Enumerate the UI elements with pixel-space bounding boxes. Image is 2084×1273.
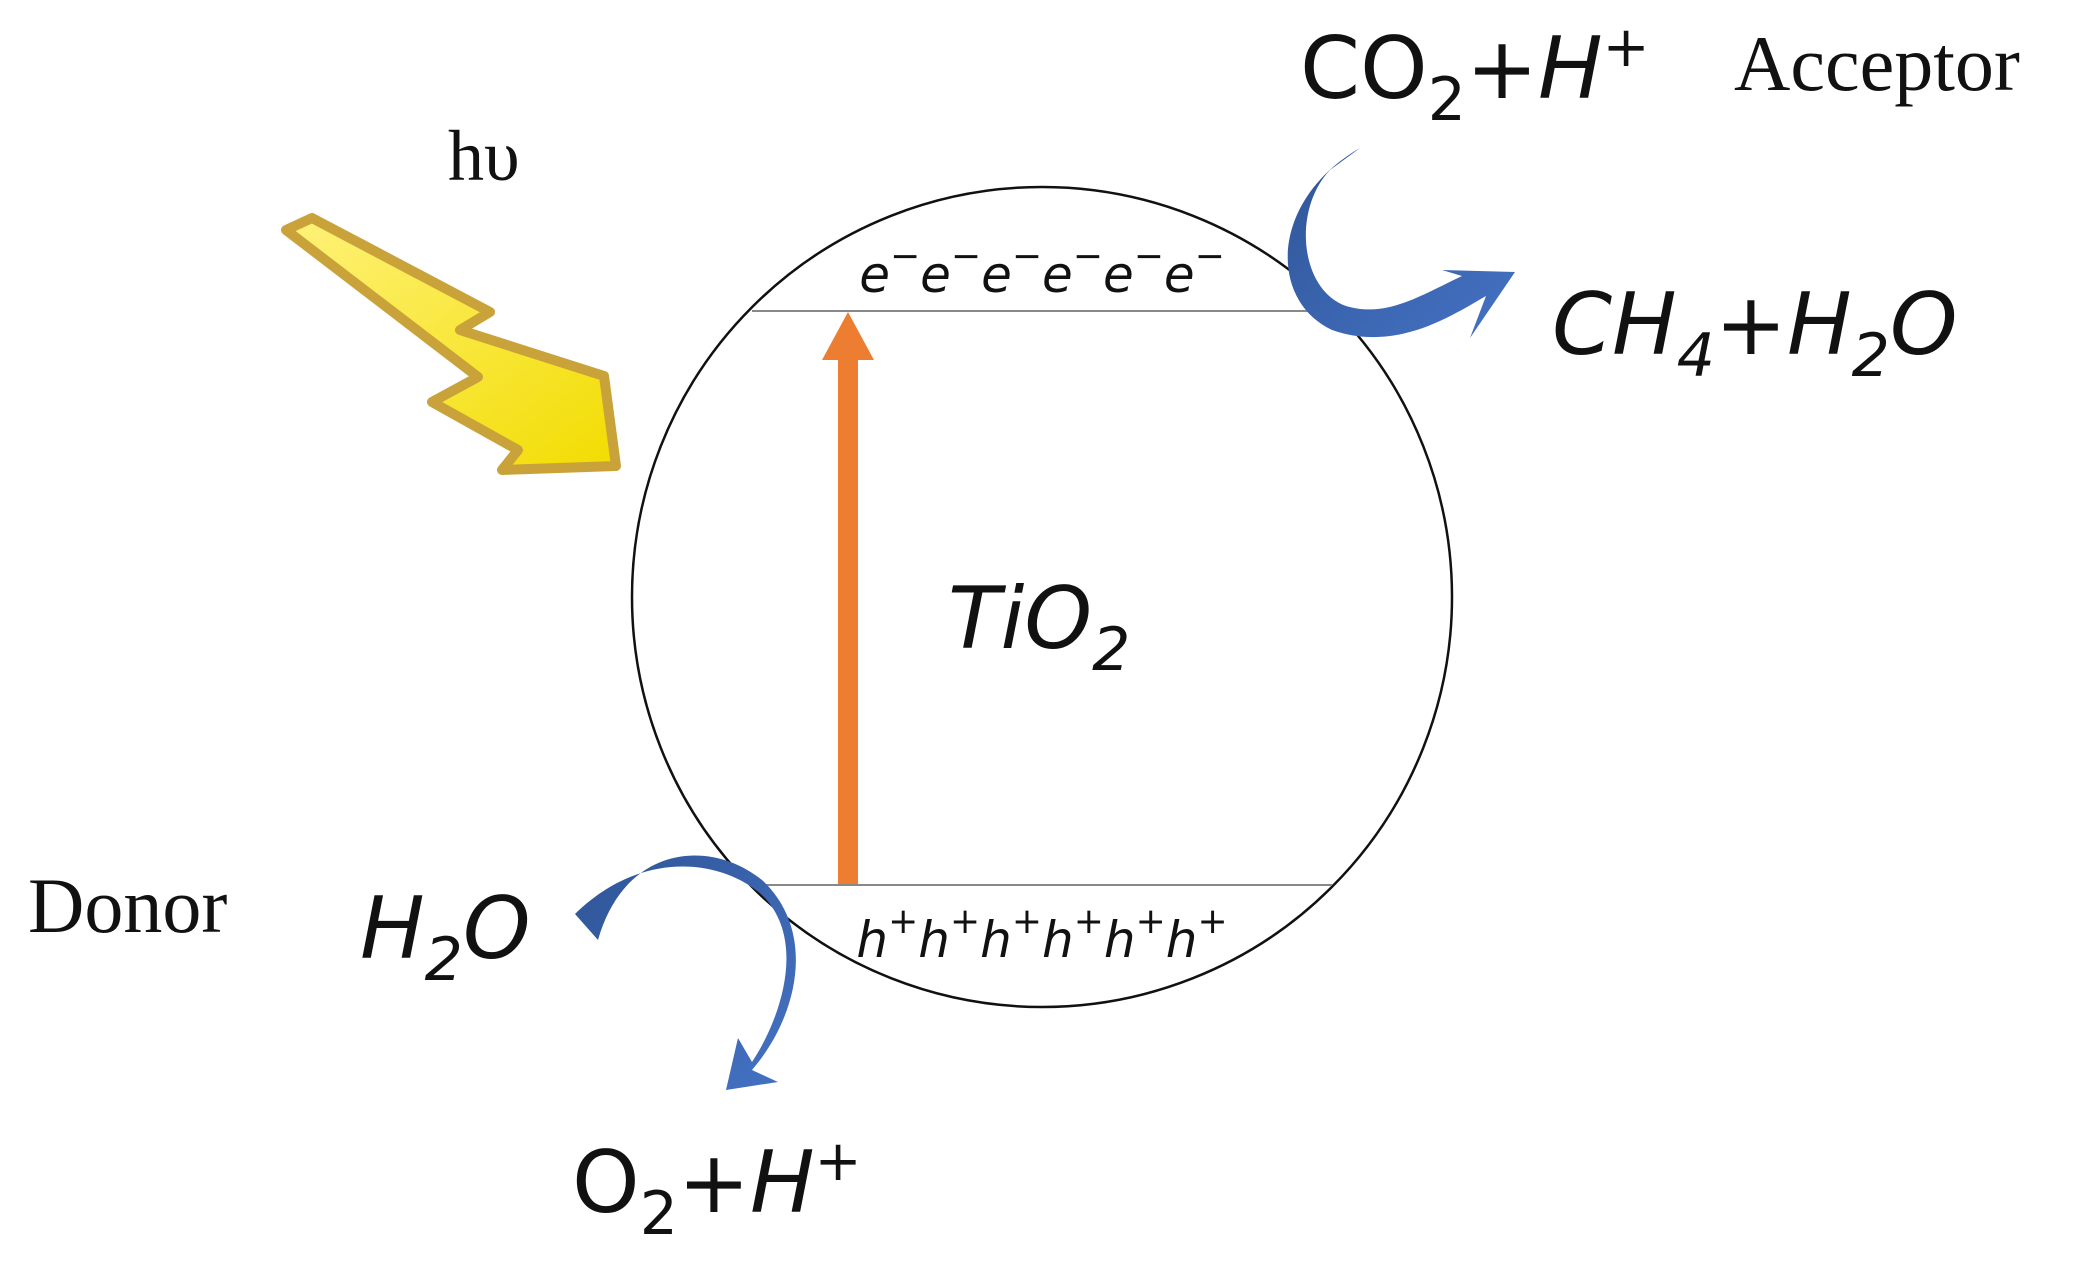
electron-charge: − [1012,236,1042,277]
electron-charge: − [1195,236,1225,277]
electron-base: e [920,246,951,304]
acceptor-product-label: CH4+H2O [1552,275,1958,391]
electron-base: e [1042,246,1073,304]
donor-product-label: O2+H+ [572,1129,862,1249]
hole-charge: + [1012,901,1042,942]
hole-base: h [918,911,950,969]
hole-base: h [856,911,888,969]
tio2-label: TiO2 [948,569,1130,685]
electron-base: e [981,246,1012,304]
hole-charge: + [888,901,918,942]
hole-charge: + [1136,901,1166,942]
donor-label: Donor [28,862,227,949]
donor-curved-arrow [575,855,796,1090]
excitation-arrow [822,312,874,884]
electron-charge: − [1134,236,1164,277]
holes-label: h+h+h+h+h+h+ [856,901,1227,969]
electron-base: e [1164,246,1195,304]
hole-charge: + [950,901,980,942]
electron-charge: − [1073,236,1103,277]
hole-base: h [1166,911,1198,969]
electron-charge: − [951,236,981,277]
acceptor-label: Acceptor [1734,20,2020,107]
tio2-particle-circle [630,185,1454,1009]
hole-charge: + [1197,901,1227,942]
hole-base: h [1104,911,1136,969]
lightning-bolt-icon [281,213,621,475]
electron-base: e [859,246,890,304]
electrons-label: e−e−e−e−e−e− [859,236,1225,304]
electron-charge: − [890,236,920,277]
hole-charge: + [1074,901,1104,942]
electron-base: e [1103,246,1134,304]
photon-label: hυ [448,116,520,196]
donor-reactant-label: H2O [360,879,531,995]
hole-base: h [980,911,1012,969]
acceptor-reactant-label: CO2+H+ [1300,15,1650,135]
hole-base: h [1042,911,1074,969]
acceptor-curved-arrow [1287,148,1515,338]
